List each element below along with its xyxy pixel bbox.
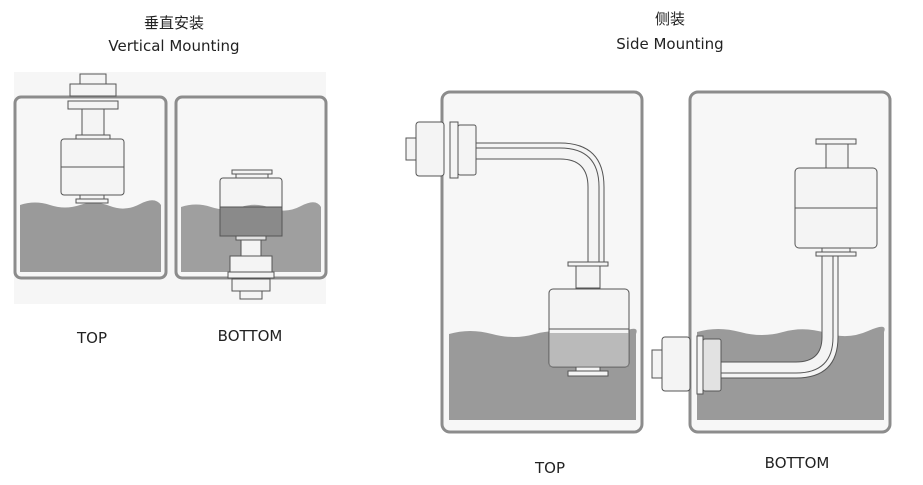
vertical-top-tank <box>13 73 168 280</box>
vertical-top-mount <box>67 73 119 140</box>
side-mounting-title-en: Side Mounting <box>616 35 724 53</box>
vertical-bottom-tank <box>174 95 328 300</box>
vertical-bottom-mount <box>227 235 275 300</box>
vertical-bottom-caption: BOTTOM <box>217 327 283 345</box>
side-top-tank <box>405 90 644 434</box>
side-mounting-title-cn: 侧装 <box>654 10 685 28</box>
side-bottom-caption: BOTTOM <box>764 454 830 472</box>
side-top-caption: TOP <box>534 459 565 477</box>
side-bottom-tank <box>651 90 892 434</box>
vertical-mounting-title-en: Vertical Mounting <box>108 37 240 55</box>
vertical-mounting-title-cn: 垂直安装 <box>143 14 204 32</box>
side-bottom-pipe <box>719 255 839 379</box>
vertical-top-caption: TOP <box>76 329 107 347</box>
side-bottom-float <box>794 138 878 257</box>
vertical-top-float <box>60 138 125 204</box>
side-bottom-mount <box>651 335 722 395</box>
side-top-mount <box>405 121 477 179</box>
